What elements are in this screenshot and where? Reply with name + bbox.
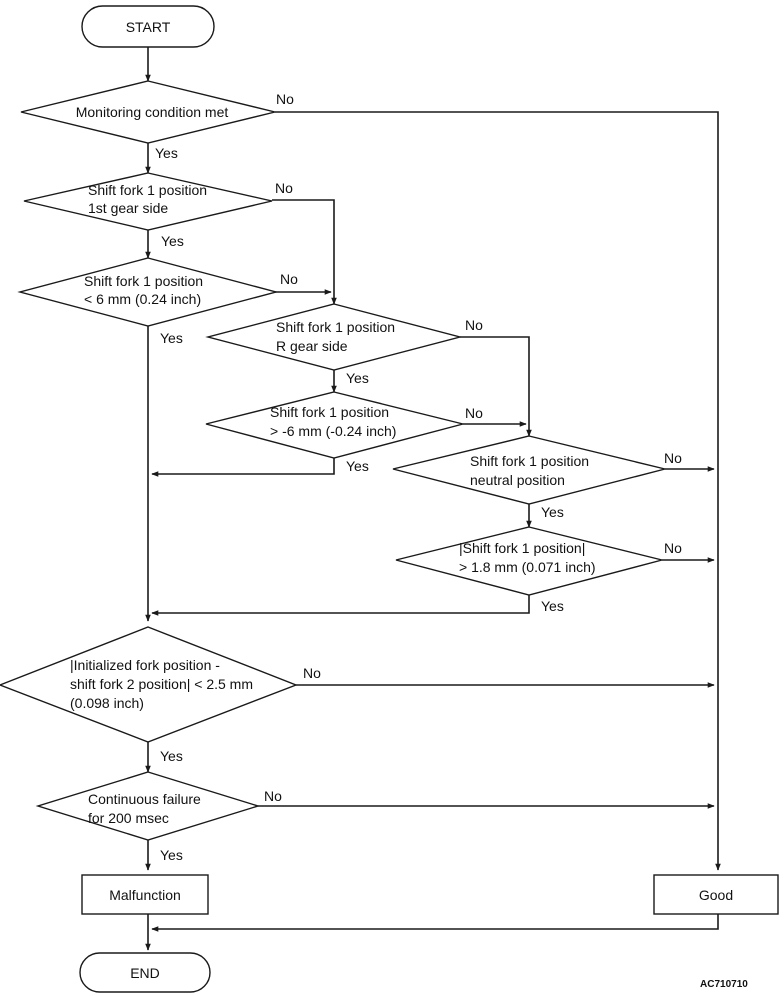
branch-label-no: No (264, 788, 282, 804)
branch-label-yes: Yes (155, 145, 178, 161)
start-label: START (126, 19, 171, 35)
decision-text: Shift fork 1 position (84, 273, 203, 289)
end-terminal: END (79, 952, 211, 993)
decision-text: 1st gear side (88, 200, 168, 216)
end-label: END (130, 965, 160, 981)
branch-label-yes: Yes (346, 370, 369, 386)
branch-label-yes: Yes (346, 458, 369, 474)
process-malfunction: Malfunction (81, 874, 209, 915)
decision-text: > -6 mm (-0.24 inch) (270, 423, 396, 439)
decision-text: Shift fork 1 position (270, 404, 389, 420)
decision-text: Shift fork 1 position (88, 182, 207, 198)
connector-lines (145, 47, 721, 951)
branch-label-no: No (275, 180, 293, 196)
decision-fork1-1st-gear-side: Shift fork 1 position 1st gear side (23, 172, 273, 231)
flow-arrow (151, 458, 335, 477)
flow-arrow (275, 111, 721, 871)
branch-label-no: No (664, 450, 682, 466)
figure-reference-code: AC710710 (700, 979, 748, 990)
decision-monitoring-condition: Monitoring condition met (20, 80, 276, 144)
branch-label-yes: Yes (541, 598, 564, 614)
decision-text: |Initialized fork position - (70, 657, 220, 673)
decision-text: neutral position (470, 472, 565, 488)
flow-arrow (272, 199, 337, 305)
branch-label-yes: Yes (160, 748, 183, 764)
decision-text: > 1.8 mm (0.071 inch) (459, 559, 596, 575)
branch-label-yes: Yes (161, 233, 184, 249)
branch-label-no: No (465, 405, 483, 421)
decision-text: Shift fork 1 position (276, 319, 395, 335)
decision-text: Continuous failure (88, 791, 201, 807)
decision-text: shift fork 2 position| < 2.5 mm (70, 676, 253, 692)
decision-fork1-r-gear-side: Shift fork 1 position R gear side (205, 303, 463, 371)
decision-text: |Shift fork 1 position| (459, 540, 585, 556)
branch-label-no: No (465, 317, 483, 333)
decision-text: < 6 mm (0.24 inch) (84, 291, 201, 307)
start-terminal: START (81, 5, 215, 48)
decision-initialized-fork-position: |Initialized fork position - shift fork … (0, 626, 298, 743)
decision-text: (0.098 inch) (70, 695, 144, 711)
branch-label-no: No (303, 665, 321, 681)
branch-label-no: No (276, 91, 294, 107)
decision-fork1-neutral-position: Shift fork 1 position neutral position (392, 435, 666, 505)
branch-labels: No Yes No Yes No Yes No Yes No Yes No Ye… (155, 91, 682, 863)
branch-label-yes: Yes (160, 330, 183, 346)
decision-fork1-abs-greater-than-1-8mm: |Shift fork 1 position| > 1.8 mm (0.071 … (395, 526, 663, 596)
branch-label-no: No (664, 540, 682, 556)
process-label: Malfunction (109, 887, 181, 903)
branch-label-no: No (280, 271, 298, 287)
decision-text: R gear side (276, 338, 348, 354)
branch-label-yes: Yes (160, 847, 183, 863)
decision-fork1-less-than-6mm: Shift fork 1 position < 6 mm (0.24 inch) (17, 257, 279, 327)
process-good: Good (653, 874, 779, 915)
flow-arrow (151, 595, 530, 616)
branch-label-yes: Yes (541, 504, 564, 520)
decision-text: Monitoring condition met (76, 104, 229, 120)
flow-arrow (460, 336, 532, 437)
decision-text: Shift fork 1 position (470, 453, 589, 469)
flow-arrow (151, 914, 719, 932)
decision-continuous-failure: Continuous failure for 200 msec (35, 771, 261, 841)
process-label: Good (699, 887, 733, 903)
decision-fork1-greater-than-minus-6mm: Shift fork 1 position > -6 mm (-0.24 inc… (205, 391, 464, 459)
decision-text: for 200 msec (88, 810, 169, 826)
